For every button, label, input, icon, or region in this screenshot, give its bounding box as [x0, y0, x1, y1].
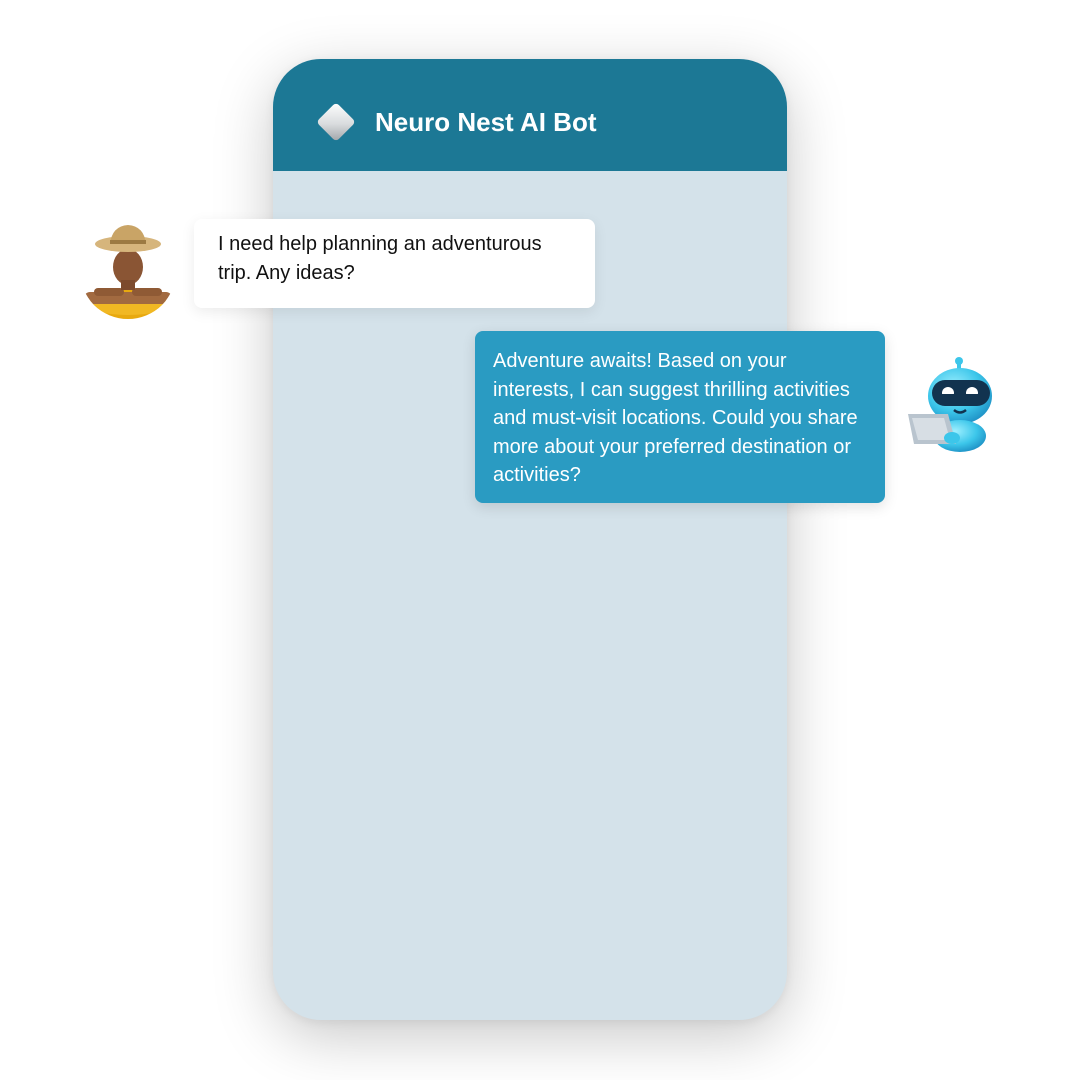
bot-message-text: Adventure awaits! Based on your interest… — [493, 350, 858, 486]
user-avatar — [80, 222, 176, 320]
chat-header: Neuro Nest AI Bot — [273, 59, 787, 171]
chat-window: Neuro Nest AI Bot — [273, 59, 787, 1020]
bot-message-bubble: Adventure awaits! Based on your interest… — [475, 331, 885, 503]
user-message-bubble: I need help planning an adventurous trip… — [194, 219, 595, 308]
chat-title: Neuro Nest AI Bot — [375, 107, 597, 137]
diamond-logo-icon — [314, 100, 358, 144]
user-message-text: I need help planning an adventurous trip… — [218, 233, 542, 284]
bot-avatar — [906, 356, 1006, 456]
